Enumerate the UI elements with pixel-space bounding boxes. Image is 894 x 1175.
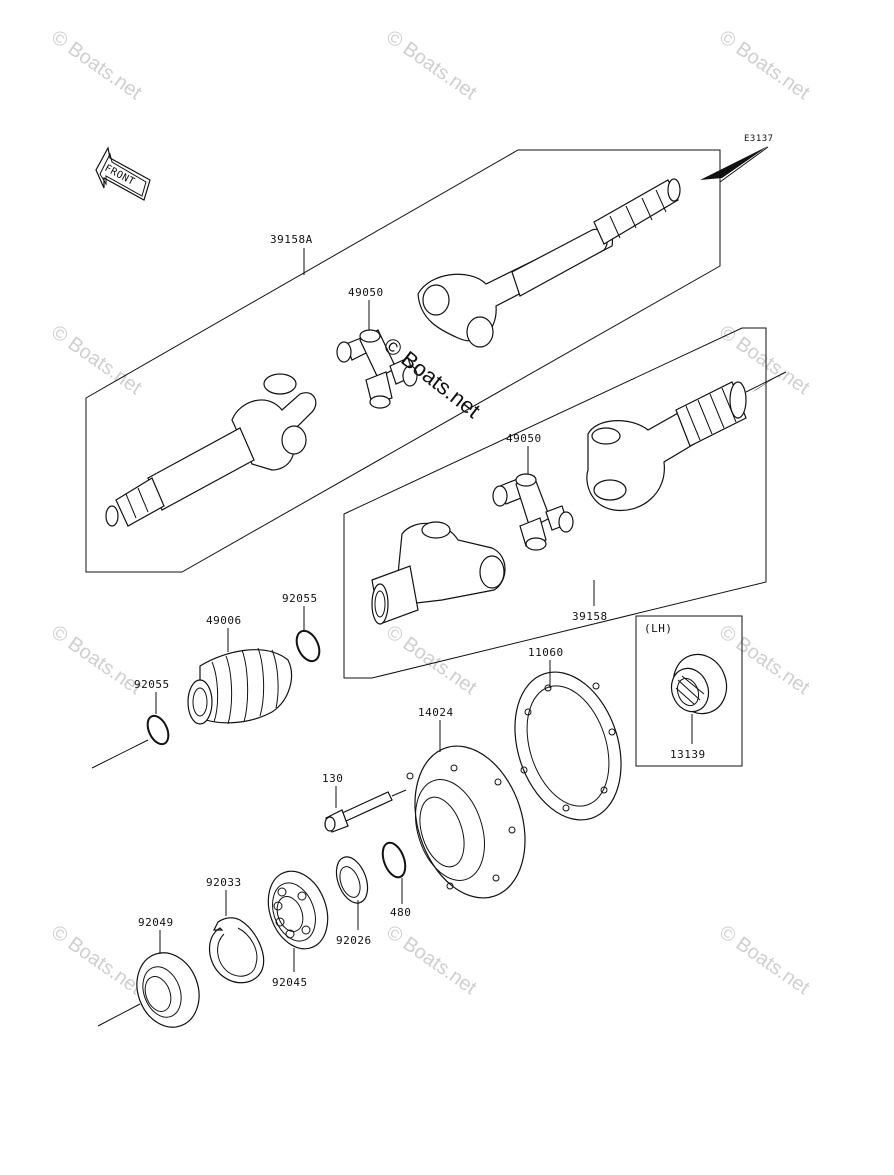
bearing-92045: 92045 <box>267 870 329 989</box>
part-label-130: 130 <box>322 772 343 785</box>
watermark: © Boats.net <box>382 26 481 104</box>
part-label-49050-upper: 49050 <box>348 286 384 299</box>
part-label-92026: 92026 <box>336 934 372 947</box>
watermark: © Boats.net <box>715 921 814 999</box>
part-label-92033: 92033 <box>206 876 242 889</box>
watermark: © Boats.net <box>715 621 814 699</box>
watermark: © Boats.net <box>47 921 146 999</box>
watermark: © Boats.net <box>47 26 146 104</box>
part-label-92045: 92045 <box>272 976 308 989</box>
lh-label: (LH) <box>644 622 673 635</box>
watermark: © Boats.net <box>382 921 481 999</box>
part-label-49006: 49006 <box>206 614 242 627</box>
bolt-130: 130 <box>322 772 407 833</box>
boot-49006: 49006 <box>187 614 293 725</box>
part-label-92055-upper: 92055 <box>282 592 318 605</box>
part-label-480: 480 <box>390 906 411 919</box>
circlip-92055-upper: 92055 <box>282 592 321 663</box>
circlip-92033: 92033 <box>206 876 265 984</box>
upper-shaft <box>417 178 681 348</box>
snap-ring-480: 480 <box>381 841 411 919</box>
shaft-assembly-39158a: 39158A <box>85 149 721 573</box>
part-label-49050-lower: 49050 <box>506 432 542 445</box>
lower-shaft <box>105 373 317 527</box>
gasket-11060: 11060 <box>514 646 622 821</box>
part-label-11060: 11060 <box>528 646 564 659</box>
cover-14024: 14024 <box>406 706 526 899</box>
part-label-92055-lower: 92055 <box>134 678 170 691</box>
shim-92026: 92026 <box>335 856 372 947</box>
part-label-92049: 92049 <box>138 916 174 929</box>
part-label-13139: 13139 <box>670 748 706 761</box>
universal-joint-cross-lower: 49050 <box>492 432 574 551</box>
right-yoke-shaft <box>586 368 790 512</box>
left-yoke-sleeve <box>371 521 506 625</box>
watermark: © Boats.net <box>47 321 146 399</box>
seal-92049: 92049 <box>97 916 200 1028</box>
watermark: © Boats.net <box>715 26 814 104</box>
lh-inset-13139: (LH) 13139 <box>635 615 743 767</box>
watermark: © Boats.net <box>382 621 481 699</box>
part-label-39158: 39158 <box>572 610 608 623</box>
shaft-assembly-39158: 39158 <box>343 327 790 679</box>
part-label-14024: 14024 <box>418 706 454 719</box>
circlip-92055-lower: 92055 <box>91 678 170 769</box>
front-arrow-icon: FRONT <box>95 146 151 201</box>
ref-code: E3137 <box>744 134 774 144</box>
part-label-39158a: 39158A <box>270 233 313 246</box>
universal-joint-cross-upper: 49050 <box>336 286 418 409</box>
watermark: © Boats.net <box>47 621 146 699</box>
